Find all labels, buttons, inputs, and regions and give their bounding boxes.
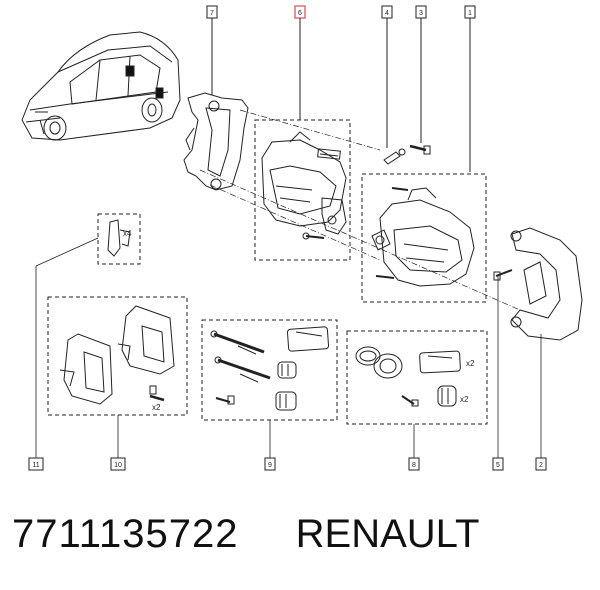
svg-text:6: 6: [298, 10, 302, 17]
seal-kit: x2 x2: [346, 330, 488, 425]
callout-9: 9: [264, 457, 276, 471]
guide-bolt: [409, 144, 431, 155]
svg-text:9: 9: [268, 462, 272, 469]
bleed-screw: [383, 148, 406, 165]
brake-pad-kit: x2: [47, 296, 188, 416]
svg-text:10: 10: [114, 462, 122, 469]
kit8-sleeve-qty: x2: [466, 359, 475, 368]
callout-6: 6: [294, 5, 306, 120]
clip-qty: x4: [123, 229, 132, 238]
footer: 7711135722 RENAULT: [12, 512, 592, 572]
caliper-body-group: [361, 173, 487, 303]
callout-8: 8: [408, 457, 420, 471]
pad-bolt-qty: x2: [152, 403, 161, 412]
carrier-bracket: [183, 92, 249, 191]
callout-5: 5: [492, 457, 504, 471]
svg-text:5: 5: [496, 462, 500, 469]
caliper-assembly-kit: [254, 119, 351, 261]
svg-text:11: 11: [32, 462, 39, 469]
guide-pin-kit: [201, 319, 338, 421]
callout-10: 10: [110, 457, 126, 471]
callout-2: 2: [535, 457, 547, 471]
callout-1: 1: [464, 5, 476, 172]
small-bolt: [493, 269, 513, 281]
assembly-axis-lines: [199, 109, 521, 311]
svg-text:8: 8: [412, 462, 416, 469]
kit8-pin-qty: x2: [460, 395, 469, 404]
lower-leader-lines: [35, 237, 542, 458]
part-number: 7711135722: [12, 512, 239, 556]
svg-text:2: 2: [539, 462, 543, 469]
svg-text:3: 3: [419, 10, 423, 17]
carrier-bracket-right: [510, 227, 583, 341]
brake-caliper-exploded-diagram: 7 6 4 3 1: [21, 5, 583, 471]
clip-kit: x4: [97, 213, 141, 265]
callout-11: 11: [28, 457, 44, 471]
car-illustration: [21, 31, 181, 141]
svg-text:4: 4: [385, 10, 389, 17]
callout-4: 4: [381, 5, 393, 148]
svg-text:7: 7: [210, 10, 214, 17]
brand-name: RENAULT: [295, 512, 480, 556]
callout-3: 3: [415, 5, 427, 143]
svg-text:1: 1: [468, 10, 472, 17]
callout-7: 7: [206, 5, 218, 95]
